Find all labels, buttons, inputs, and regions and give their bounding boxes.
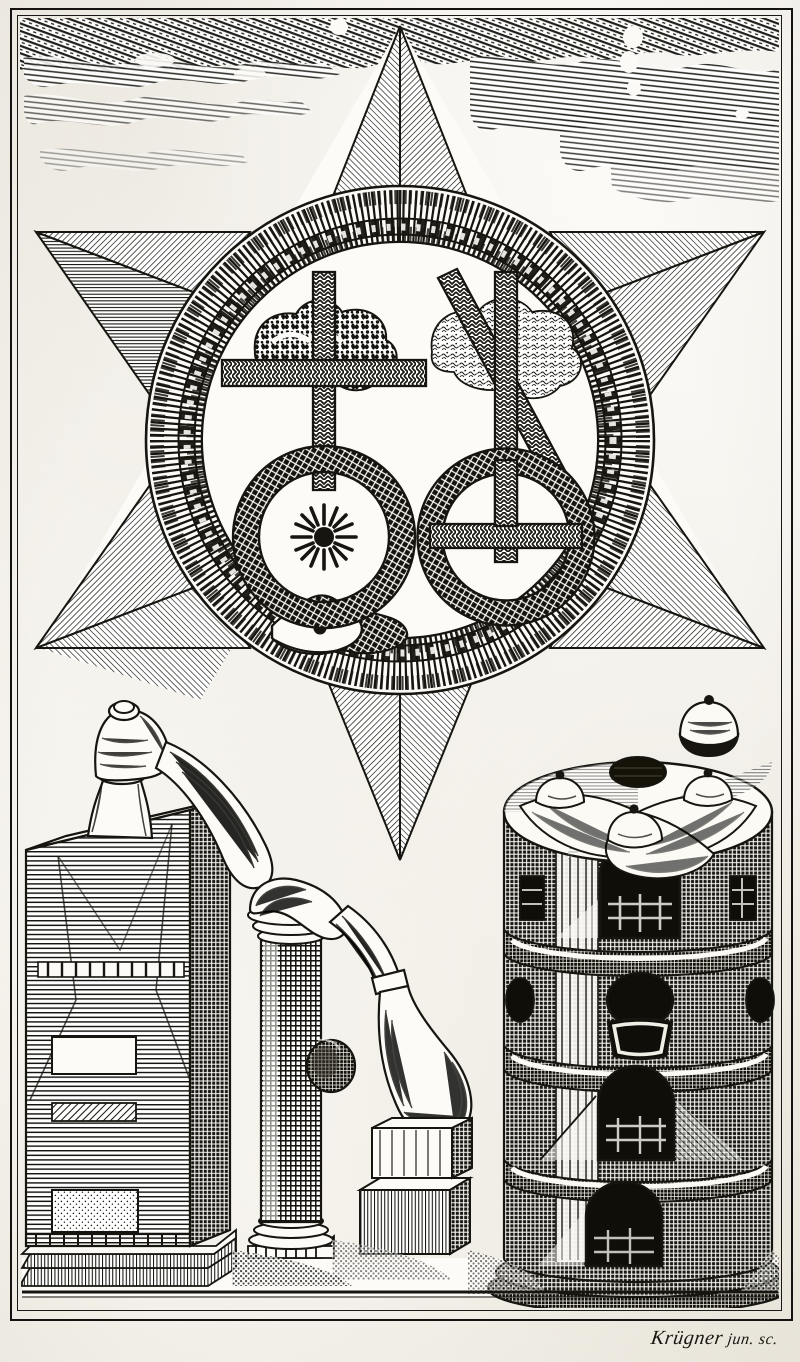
vent-slots — [37, 961, 185, 978]
alembic-head — [86, 700, 274, 890]
athanor-tower — [486, 756, 779, 1308]
engraver-signature: Krügner jun. sc. — [649, 1327, 779, 1350]
retort-flask — [328, 904, 473, 1142]
athanor-top — [502, 756, 774, 880]
plate-frame-outer — [10, 8, 793, 1321]
stoke-opening-tier-4 — [538, 1180, 664, 1268]
sun-burst-icon — [290, 503, 358, 571]
column-knob — [305, 1038, 357, 1094]
floating-lid — [678, 695, 740, 758]
engraver-abbrev: sc. — [757, 1331, 780, 1348]
lid-knob-left — [534, 770, 586, 809]
plate-frame-inner — [17, 15, 782, 1311]
sigil-crossed-staff — [416, 267, 596, 627]
engraver-qualifier: jun. — [726, 1331, 756, 1348]
lid-knob-front — [606, 804, 664, 849]
receiver-block — [356, 1116, 474, 1256]
stoke-opening-tier-3 — [539, 1064, 744, 1162]
stoke-opening-tier-2 — [505, 971, 775, 1061]
ground-line — [22, 1240, 779, 1298]
laboratory-apparatus — [19, 695, 779, 1308]
sigil-antimony-sun — [220, 270, 428, 630]
support-column — [246, 877, 357, 1259]
engraver-name: Krügner — [649, 1327, 725, 1349]
lid-knob-right — [682, 768, 734, 807]
